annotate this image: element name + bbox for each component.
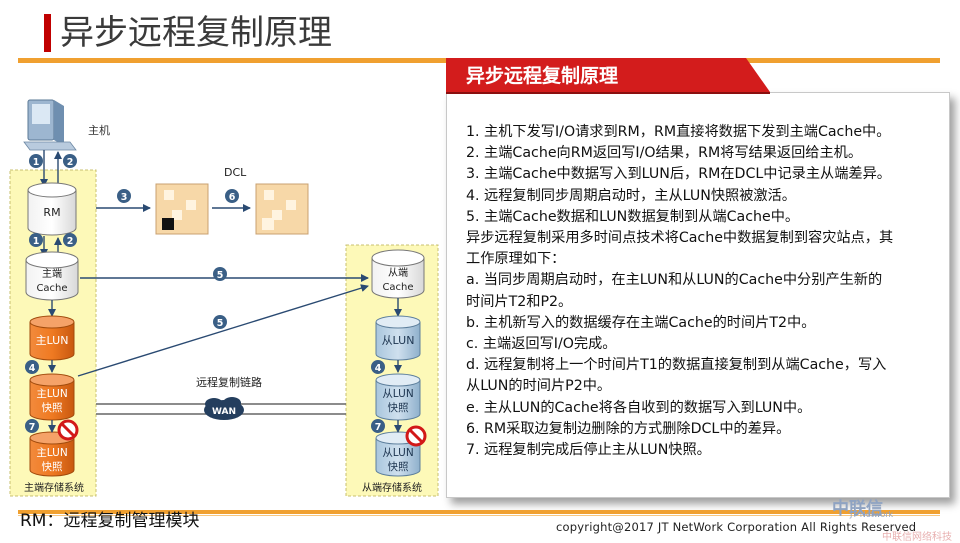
step-line: d. 远程复制将上一个时间片T1的数据直接复制到从端Cache，写入 — [466, 357, 887, 374]
step-line: e. 主从LUN的Cache将各自收到的数据写入到LUN中。 — [466, 399, 812, 416]
dcl-bitmap-1 — [155, 183, 209, 235]
primary-snapshot-1-label-1: 主LUN — [36, 388, 67, 400]
svg-text:1: 1 — [33, 157, 40, 168]
step-line: c. 主端返回写I/O完成。 — [466, 336, 617, 353]
secondary-lun-label: 从LUN — [382, 334, 415, 347]
step-line: 1. 主机下发写I/O请求到RM，RM直接将数据下发到主端Cache中。 — [466, 124, 891, 140]
step-line: 异步远程复制采用多时间点技术将Cache中数据复制到容灾站点，其 — [466, 230, 894, 247]
replication-diagram: 主机 RM 主端 Cache 主LUN 主LUN 快照 主LUN 快照 — [9, 99, 439, 497]
step-line: 3. 主端Cache中数据写入到LUN后，RM在DCL中记录主从端差异。 — [466, 166, 891, 183]
step-line: 从LUN的时间片P2中。 — [466, 378, 612, 395]
primary-snapshot-1-label-2: 快照 — [42, 402, 63, 414]
secondary-cache-label-2: Cache — [382, 282, 413, 293]
company-logo-subtitle: JT Network — [850, 510, 894, 519]
svg-text:4: 4 — [375, 363, 382, 374]
primary-lun-label: 主LUN — [36, 334, 69, 347]
primary-snapshot-2-label-2: 快照 — [42, 461, 63, 473]
step-badges: 1 2 3 6 1 2 5 5 4 7 4 7 — [25, 154, 385, 433]
svg-text:4: 4 — [29, 363, 36, 374]
rm-cylinder — [27, 182, 77, 236]
wan-cloud-icon — [204, 397, 244, 420]
prohibit-icon-secondary — [405, 425, 427, 447]
primary-lun-cylinder — [29, 315, 75, 361]
host-computer-icon — [23, 99, 77, 151]
explanation-panel — [446, 92, 950, 498]
dcl-bitmap-2 — [255, 183, 309, 235]
footer-rule — [18, 510, 940, 514]
replication-link-label: 远程复制链路 — [196, 375, 262, 389]
wan-label: WAN — [212, 407, 236, 417]
svg-text:6: 6 — [229, 192, 236, 203]
rm-label: RM — [43, 206, 60, 219]
prohibit-icon-primary — [57, 419, 79, 441]
primary-system-label: 主端存储系统 — [24, 481, 84, 494]
section-banner — [446, 58, 770, 94]
title-accent-bar — [44, 14, 51, 52]
secondary-snapshot-2-label-1: 从LUN — [382, 447, 413, 459]
primary-cache-label-1: 主端 — [42, 267, 62, 280]
dcl-label: DCL — [224, 166, 247, 179]
secondary-snapshot-1-label-2: 快照 — [388, 402, 409, 414]
copyright-text: copyright@2017 JT NetWork Corporation Al… — [556, 520, 917, 534]
step-line: 工作原理如下： — [466, 251, 566, 268]
primary-cache-cylinder — [25, 251, 79, 301]
slide-title: 异步远程复制原理 — [60, 13, 332, 53]
svg-text:2: 2 — [67, 236, 74, 247]
step-line: 时间片T2和P2。 — [466, 293, 573, 310]
secondary-lun-cylinder — [375, 315, 421, 361]
rm-definition: RM：远程复制管理模块 — [20, 511, 200, 531]
secondary-snapshot-1-label-1: 从LUN — [382, 388, 413, 400]
svg-text:7: 7 — [375, 422, 382, 433]
host-label: 主机 — [88, 123, 110, 137]
svg-text:5: 5 — [217, 270, 224, 281]
step-line: 5. 主端Cache数据和LUN数据复制到从端Cache中。 — [466, 208, 800, 225]
svg-text:2: 2 — [67, 157, 74, 168]
secondary-snapshot-2-label-2: 快照 — [388, 461, 409, 473]
company-logo: 中联信 — [832, 499, 883, 519]
secondary-cache-label-1: 从端 — [388, 266, 408, 279]
step-line: 6. RM采取边复制边删除的方式删除DCL中的差异。 — [466, 420, 791, 437]
explanation-text: 1. 主机下发写I/O请求到RM，RM直接将数据下发到主端Cache中。 2. … — [466, 122, 950, 461]
primary-snapshot-2-cylinder — [29, 431, 75, 477]
svg-text:5: 5 — [217, 318, 224, 329]
svg-text:7: 7 — [29, 422, 36, 433]
secondary-system-label: 从端存储系统 — [362, 481, 422, 494]
primary-snapshot-2-label-1: 主LUN — [36, 447, 67, 459]
primary-cache-label-2: Cache — [36, 283, 67, 294]
primary-snapshot-1-cylinder — [29, 373, 75, 421]
footer-rule-thin — [18, 515, 940, 516]
step-line: 7. 远程复制完成后停止主从LUN快照。 — [466, 442, 711, 459]
watermark-text: 中联信网络科技 — [882, 532, 952, 543]
svg-text:3: 3 — [121, 192, 128, 203]
step-line: b. 主机新写入的数据缓存在主端Cache的时间片T2中。 — [466, 314, 816, 331]
step-line: 2. 主端Cache向RM返回写I/O结果，RM将写结果返回给主机。 — [466, 145, 863, 162]
step-line: 4. 远程复制同步周期启动时，主从LUN快照被激活。 — [466, 187, 796, 204]
secondary-snapshot-1-cylinder — [375, 373, 421, 421]
section-banner-title: 异步远程复制原理 — [466, 65, 619, 87]
step-line: a. 当同步周期启动时，在主LUN和从LUN的Cache中分别产生新的 — [466, 272, 883, 289]
svg-text:1: 1 — [33, 236, 40, 247]
